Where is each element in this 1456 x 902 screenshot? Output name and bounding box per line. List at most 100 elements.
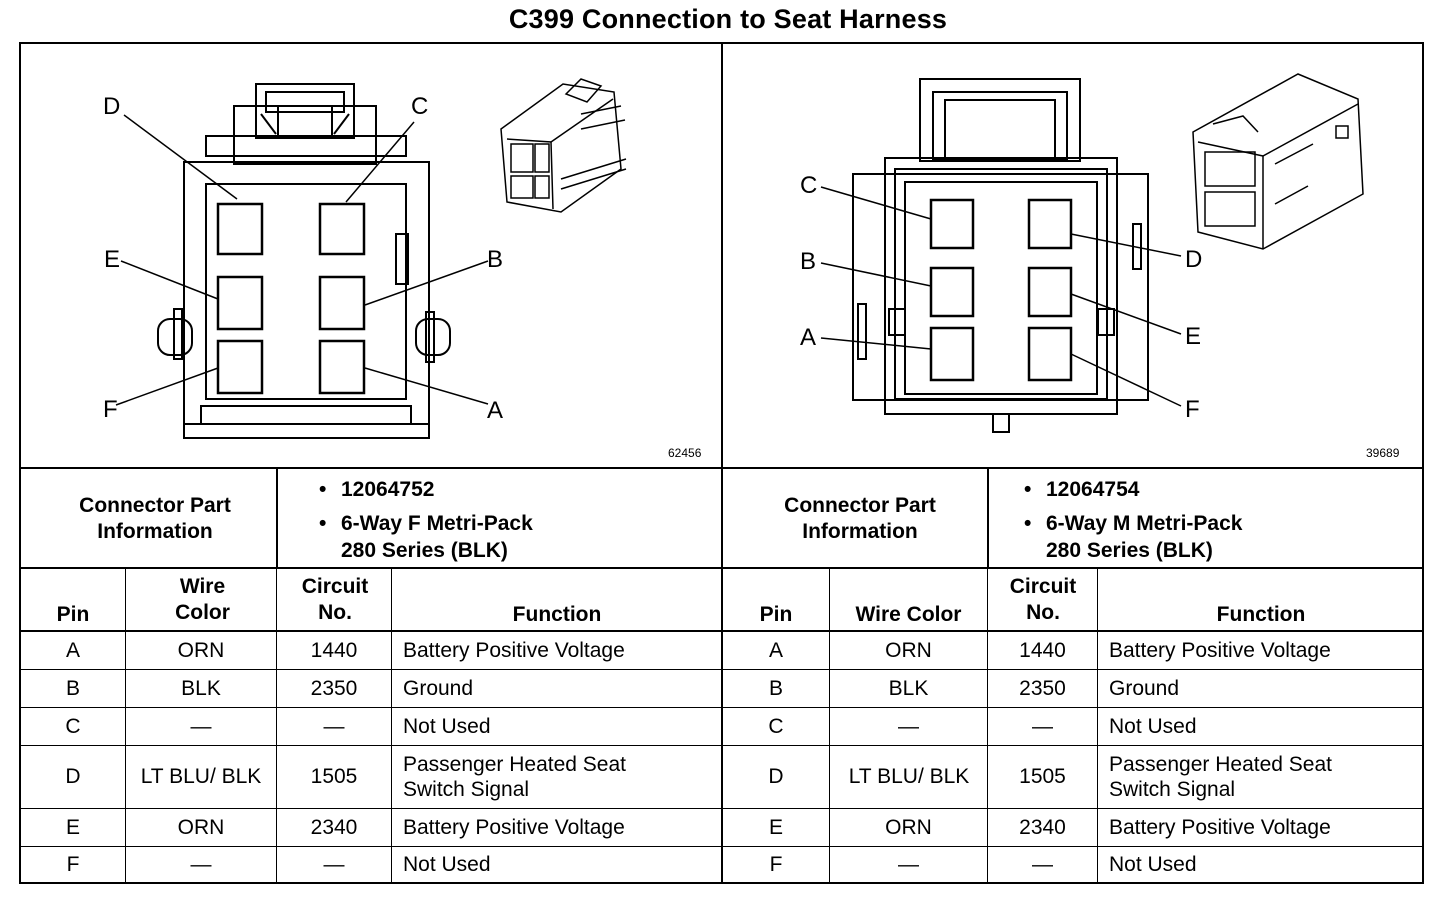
right-part-info: •12064754 •6-Way M Metri-Pack 280 Series… [1024,478,1243,562]
left-description-line2: 280 Series (BLK) [341,539,508,562]
female-connector-drawing [115,78,627,439]
left-callout-a: A [487,397,504,424]
info-divider-left [276,467,278,569]
table-row-pin: C [65,714,81,738]
left-part-number: 12064752 [341,478,435,501]
left-part-info: •12064752 •6-Way F Metri-Pack 280 Series… [319,478,533,562]
table-row-function: Battery Positive Voltage [403,815,625,839]
table-row-circuit: — [323,853,345,877]
left-header-function: Function [512,602,602,626]
left-header-circuit: Circuit No. [301,575,369,624]
table-row-wire-color: — [898,853,919,877]
left-callout-b: B [487,246,504,273]
right-callout-a: A [800,324,817,351]
table-row-function: Passenger Heated Seat Switch Signal [1109,752,1332,801]
right-header-pin: Pin [759,602,793,626]
table-row-circuit: 1440 [310,638,358,662]
col-divider-left-3 [391,567,392,884]
right-header-circuit: Circuit No. [1009,575,1077,624]
table-row-circuit: 2340 [1019,815,1066,839]
left-callout-f: F [103,396,118,423]
table-row-pin: C [768,714,784,738]
col-divider-right-1 [829,567,830,884]
left-callout-d: D [103,93,121,120]
table-row-circuit: 2350 [1019,676,1066,700]
table-row-pin: F [769,853,783,877]
table-row-pin: D [65,765,81,789]
table-row-wire-color: BLK [888,676,929,700]
left-callout-e: E [104,246,121,273]
right-callout-c: C [800,172,818,199]
col-divider-left-1 [125,567,126,884]
right-description-line1: 6-Way M Metri-Pack [1046,512,1243,535]
right-header-function: Function [1216,602,1306,626]
table-row-pin: D [768,765,784,789]
male-connector-drawing [820,73,1364,433]
col-divider-right-2 [987,567,988,884]
table-row-wire-color: LT BLU/ BLK [848,765,970,789]
table-row-function: Passenger Heated Seat Switch Signal [403,752,626,801]
table-row-pin: B [768,676,783,700]
left-description-line1: 6-Way F Metri-Pack [341,512,533,535]
panel-divider [721,42,723,884]
table-row-circuit: — [1032,853,1053,877]
table-row-circuit: 2350 [310,676,358,700]
table-row-wire-color: — [898,714,919,738]
table-row-function: Not Used [403,714,491,738]
table-row-circuit: 1505 [1019,765,1066,789]
table-row-function: Ground [1109,676,1180,700]
table-row-circuit: 2340 [310,815,358,839]
info-divider-right [987,467,989,569]
table-row-pin: E [768,815,783,839]
diagram-title: C399 Connection to Seat Harness [508,4,948,34]
left-header-pin: Pin [56,602,90,626]
table-row-function: Battery Positive Voltage [1109,815,1331,839]
right-info-label: Connector Part Information [784,493,936,543]
table-row-pin: E [65,815,80,839]
table-row-wire-color: ORN [177,815,225,839]
table-row-wire-color: ORN [177,638,225,662]
table-row-pin: A [65,638,80,662]
table-row-function: Ground [403,676,474,700]
table-row-pin: A [768,638,783,662]
right-callout-b: B [800,248,817,275]
row-rule-c [19,745,1424,746]
left-info-label: Connector Part Information [79,493,231,543]
row-rule-e [19,846,1424,847]
table-row-wire-color: BLK [181,676,221,700]
table-row-function: Battery Positive Voltage [1109,638,1331,662]
col-divider-right-3 [1097,567,1098,884]
col-divider-left-2 [276,567,277,884]
table-row-function: Not Used [403,853,491,877]
table-row-wire-color: ORN [885,638,932,662]
table-row-circuit: — [323,714,345,738]
table-row-wire-color: — [190,714,212,738]
right-part-number: 12064754 [1046,478,1140,501]
row-rule-a [19,669,1424,670]
table-row-wire-color: ORN [885,815,932,839]
left-callout-c: C [411,93,429,120]
right-callout-d: D [1185,246,1203,273]
table-row-function: Not Used [1109,853,1197,877]
header-bottom-rule [19,630,1424,632]
table-row-pin: F [66,853,80,877]
row-rule-d [19,808,1424,809]
table-row-pin: B [65,676,80,700]
right-figure-number: 39689 [1366,446,1400,460]
table-row-wire-color: — [190,853,212,877]
right-callout-f: F [1185,396,1200,423]
row-rule-b [19,707,1424,708]
right-header-wire-color: Wire Color [855,602,962,626]
table-row-circuit: 1505 [310,765,358,789]
right-description-line2: 280 Series (BLK) [1046,539,1213,562]
figure-bottom-rule [19,467,1424,469]
info-bottom-rule [19,567,1424,569]
right-callout-e: E [1185,323,1202,350]
table-row-circuit: 1440 [1019,638,1066,662]
table-row-wire-color: LT BLU/ BLK [140,765,262,789]
table-row-function: Not Used [1109,714,1197,738]
table-row-circuit: — [1032,714,1053,738]
table-row-function: Battery Positive Voltage [403,638,625,662]
left-header-wire-color: Wire Color [175,575,230,624]
left-figure-number: 62456 [668,446,702,460]
